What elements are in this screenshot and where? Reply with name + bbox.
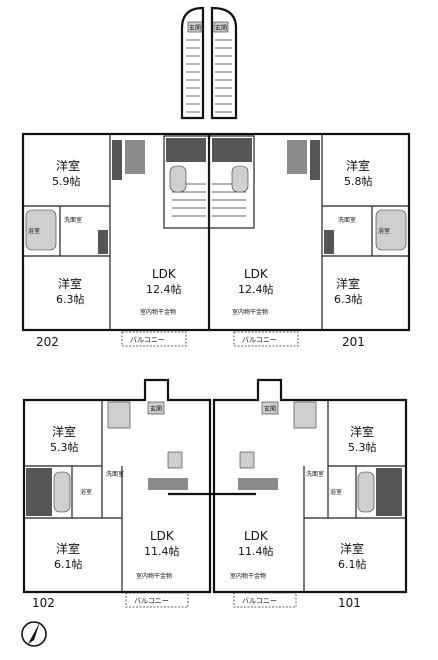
stair-label-right: 玄関 <box>215 24 227 32</box>
u101-western1-name: 洋室 <box>350 424 374 439</box>
compass-icon <box>21 621 47 647</box>
u202-washroom-label: 洗面室 <box>64 216 82 224</box>
u202-ldk-name: LDK <box>152 267 177 281</box>
unit-102: 玄関 浴室 洗面室 洋室 5.3帖 洋室 6.1帖 LDK 11.4帖 室内物干… <box>24 400 189 610</box>
u101-western1-size: 5.3帖 <box>348 441 377 454</box>
u201-unit-number: 201 <box>342 335 365 349</box>
u101-unit-number: 101 <box>338 596 361 610</box>
upper-floor <box>21 132 411 332</box>
u202-bath-label: 浴室 <box>28 227 40 235</box>
u101-western2-name: 洋室 <box>340 541 364 556</box>
u201-western1-name: 洋室 <box>346 158 370 173</box>
u102-closet-label: 室内物干金物 <box>136 572 172 580</box>
u201-ldk-name: LDK <box>244 267 269 281</box>
u101-ldk-name: LDK <box>244 529 269 543</box>
u201-ldk-size: 12.4帖 <box>238 283 274 296</box>
u201-western1-size: 5.8帖 <box>344 175 373 188</box>
u202-ldk-size: 12.4帖 <box>146 283 182 296</box>
u202-western2-size: 6.3帖 <box>56 293 85 306</box>
unit-202: 浴室 洗面室 洋室 5.9帖 洋室 6.3帖 LDK 12.4帖 室内物干金物 … <box>23 134 187 349</box>
u201-western2-size: 6.3帖 <box>334 293 363 306</box>
u102-ldk-size: 11.4帖 <box>144 545 180 558</box>
u202-balcony: バルコニー <box>130 336 165 344</box>
u101-closet-label: 室内物干金物 <box>230 572 266 580</box>
u101-ldk-size: 11.4帖 <box>238 545 274 558</box>
unit-101: 玄関 浴室 洗面室 洋室 5.3帖 洋室 6.1帖 LDK 11.4帖 室内物干… <box>230 400 406 610</box>
u102-western1-size: 5.3帖 <box>50 441 79 454</box>
u101-bath-label: 浴室 <box>330 488 342 496</box>
stair-tower: 玄関 玄関 <box>180 6 238 120</box>
u202-western1-size: 5.9帖 <box>52 175 81 188</box>
u102-western2-name: 洋室 <box>56 541 80 556</box>
stair-label-left: 玄関 <box>189 24 201 32</box>
u101-washroom-label: 洗面室 <box>306 470 324 478</box>
u102-entrance-label: 玄関 <box>150 405 162 413</box>
unit-201: 浴室 洗面室 洋室 5.8帖 洋室 6.3帖 LDK 12.4帖 室内物干金物 … <box>232 134 409 349</box>
u101-western2-size: 6.1帖 <box>338 558 367 571</box>
lower-floor <box>22 378 408 594</box>
u101-entrance-label: 玄関 <box>264 405 276 413</box>
u201-closet-label: 室内物干金物 <box>232 308 268 316</box>
u202-closet-label: 室内物干金物 <box>140 308 176 316</box>
u202-western1-name: 洋室 <box>56 158 80 173</box>
u101-balcony: バルコニー <box>242 597 277 605</box>
u201-western2-name: 洋室 <box>336 276 360 291</box>
u102-western2-size: 6.1帖 <box>54 558 83 571</box>
u202-unit-number: 202 <box>36 335 59 349</box>
u102-balcony: バルコニー <box>134 597 169 605</box>
u201-balcony: バルコニー <box>242 336 277 344</box>
u201-washroom-label: 洗面室 <box>338 216 356 224</box>
u102-bath-label: 浴室 <box>80 488 92 496</box>
u201-bath-label: 浴室 <box>378 227 390 235</box>
u202-western2-name: 洋室 <box>58 276 82 291</box>
u102-unit-number: 102 <box>32 596 55 610</box>
u102-western1-name: 洋室 <box>52 424 76 439</box>
u102-ldk-name: LDK <box>150 529 175 543</box>
u102-washroom-label: 洗面室 <box>106 470 124 478</box>
